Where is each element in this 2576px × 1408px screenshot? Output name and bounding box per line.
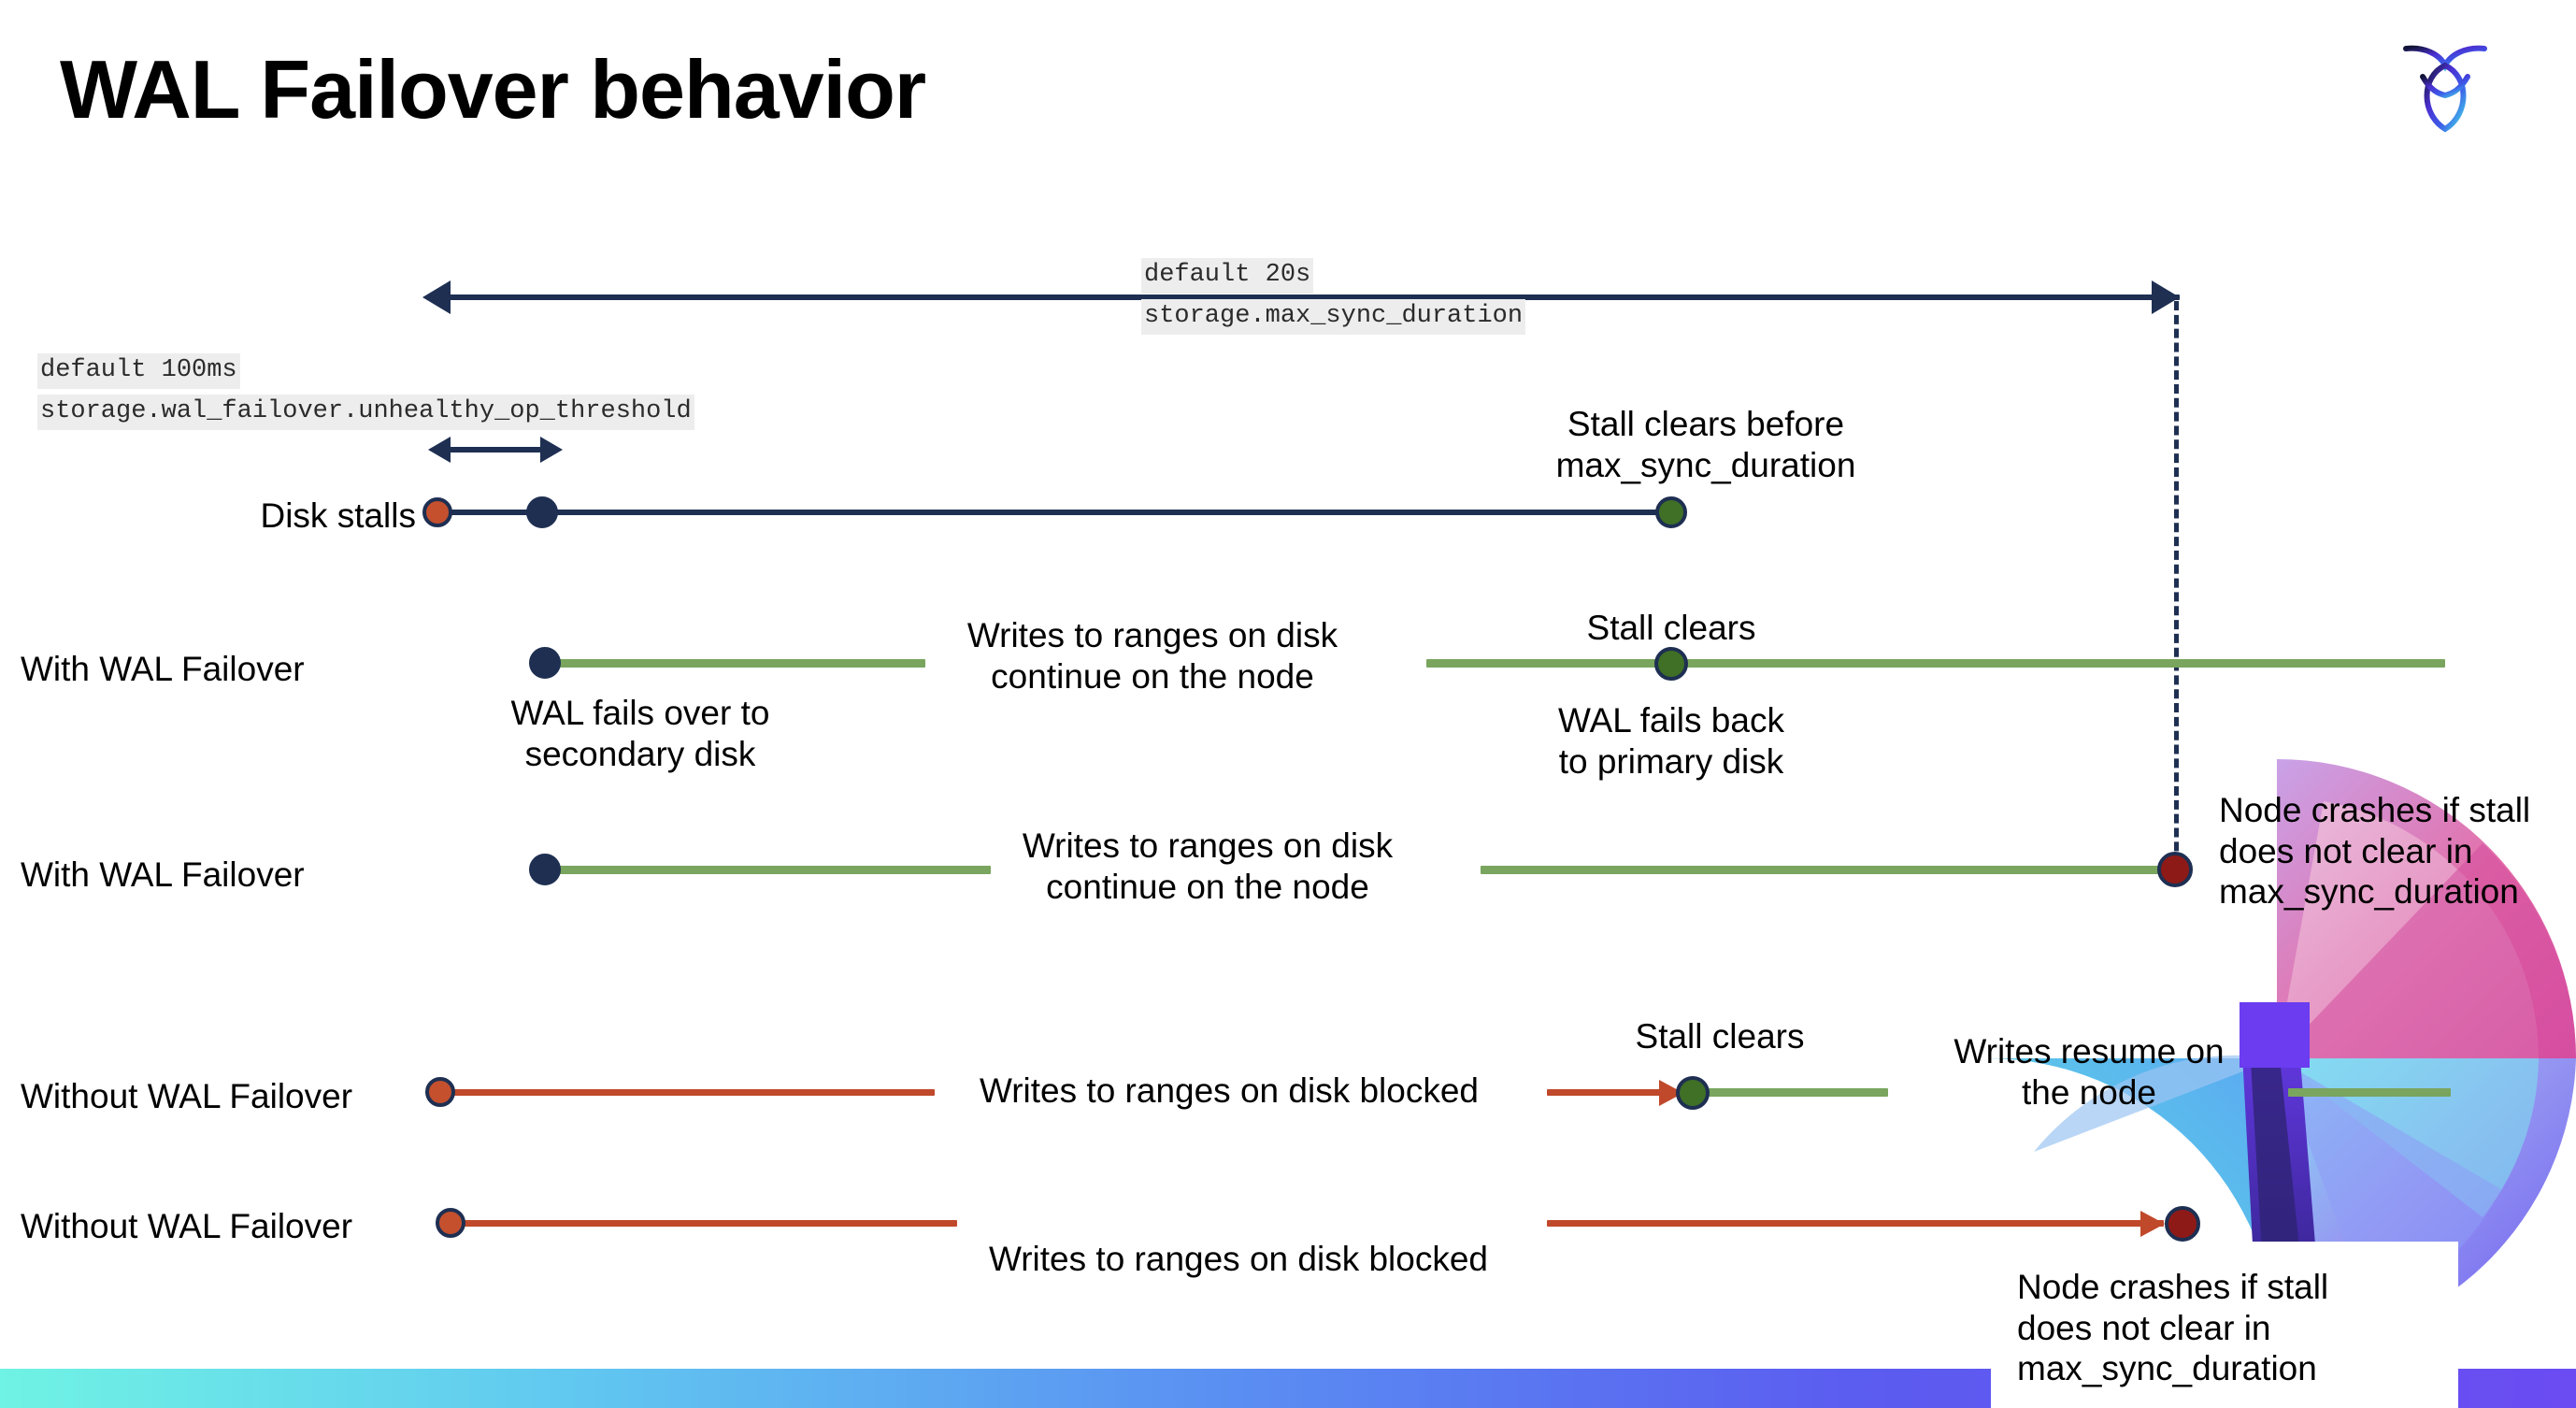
- disk-stalls-line: [437, 510, 1673, 515]
- max-sync-setting-chip: storage.max_sync_duration: [1141, 299, 1526, 335]
- disk-stalls-failover-dot: [526, 496, 558, 528]
- max-sync-default-chip: default 20s: [1141, 258, 1314, 294]
- note-writes-continue-1: Writes to ranges on disk continue on the…: [966, 616, 1338, 696]
- cockroachdb-logo-icon: [2403, 45, 2487, 133]
- note-node-crashes-1: Node crashes if stall does not clear in …: [2219, 791, 2531, 912]
- row-label-with-wal-failover-1: With WAL Failover: [21, 650, 305, 688]
- nowal1-clear-dot: [1676, 1076, 1710, 1110]
- note-stall-clears-1: Stall clears: [1586, 609, 1756, 647]
- nowal2-seg-left: [458, 1220, 957, 1227]
- max-sync-arrow-left-head: [422, 280, 451, 314]
- node-crash-callout-box: [1991, 1242, 2458, 1408]
- wal2-seg-right: [1481, 866, 2178, 874]
- note-wal-fails-over: WAL fails over to secondary disk: [510, 694, 770, 773]
- max-sync-arrow-line: [449, 295, 2180, 300]
- nowal1-seg-mid: [1547, 1089, 1667, 1096]
- note-node-crashes-2: Node crashes if stall does not clear in …: [2017, 1268, 2329, 1388]
- unhealthy-default-chip: default 100ms: [37, 353, 240, 389]
- threshold-arrow-right-head: [540, 437, 563, 463]
- nowal1-start-dot: [425, 1077, 455, 1107]
- row-label-without-wal-failover-1: Without WAL Failover: [21, 1077, 353, 1115]
- note-stall-clears-2: Stall clears: [1635, 1017, 1805, 1056]
- wal1-seg-left: [551, 659, 925, 668]
- nowal1-seg-far-right: [2288, 1088, 2451, 1097]
- nowal2-seg-right: [1547, 1220, 2164, 1227]
- nowal2-crash-dot: [2165, 1206, 2200, 1242]
- unhealthy-setting-chip: storage.wal_failover.unhealthy_op_thresh…: [37, 395, 694, 430]
- note-writes-continue-2: Writes to ranges on disk continue on the…: [1022, 826, 1394, 906]
- note-writes-blocked-2: Writes to ranges on disk blocked: [988, 1240, 1489, 1278]
- nowal1-seg-left: [449, 1089, 935, 1096]
- disk-stalls-clear-dot: [1655, 496, 1687, 528]
- wal1-clear-dot: [1654, 647, 1688, 681]
- wal1-seg-right: [1426, 659, 2445, 668]
- wal2-seg-left: [553, 866, 991, 874]
- row-label-with-wal-failover-2: With WAL Failover: [21, 855, 305, 894]
- wal1-failover-dot: [529, 647, 561, 679]
- max-sync-dashed-dropline: [2174, 301, 2179, 879]
- wal2-crash-dot: [2157, 852, 2193, 887]
- row-label-disk-stalls: Disk stalls: [260, 496, 416, 535]
- note-stall-clears-before-max-sync: Stall clears before max_sync_duration: [1555, 405, 1856, 484]
- wal2-failover-dot: [529, 854, 561, 885]
- nowal1-seg-right: [1704, 1088, 1888, 1097]
- row-label-without-wal-failover-2: Without WAL Failover: [21, 1207, 353, 1245]
- page-title: WAL Failover behavior: [60, 43, 926, 136]
- threshold-arrow-line: [447, 447, 544, 453]
- disk-stalls-start-dot: [422, 497, 452, 527]
- nowal2-start-dot: [436, 1208, 465, 1238]
- note-writes-resume: Writes resume on the node: [1953, 1032, 2225, 1112]
- note-writes-blocked-1: Writes to ranges on disk blocked: [979, 1071, 1480, 1110]
- note-wal-fails-back: WAL fails back to primary disk: [1558, 701, 1784, 781]
- nowal2-arrowhead: [2140, 1211, 2165, 1237]
